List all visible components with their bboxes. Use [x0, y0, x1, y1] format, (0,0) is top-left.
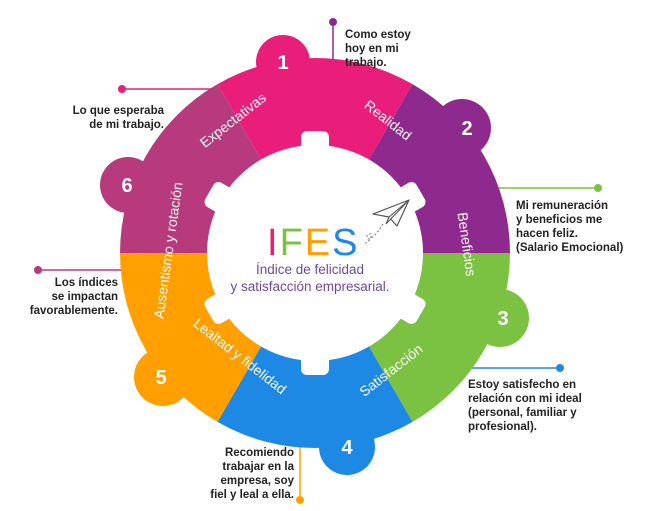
note-satisfaccion: Estoy satisfecho en relación con mi idea… — [468, 379, 582, 433]
ifes-letter-i: I — [267, 222, 278, 264]
bubble-4-circle — [319, 419, 375, 475]
connector-satisfaccion — [470, 364, 564, 372]
ifes-logo: IFES Índice de felicidad y satisfacción … — [230, 222, 389, 294]
bubble-3-circle — [471, 289, 529, 347]
note-ausentismo: Los índices se impactan favorablemente. — [29, 277, 118, 317]
bubble-2: 2 — [433, 99, 491, 157]
bubble-1-circle — [256, 35, 310, 89]
bubble-4: 4 — [319, 419, 375, 475]
ifes-letter-e: E — [305, 222, 330, 264]
number-2: 2 — [461, 118, 472, 140]
ifes-letter-f: F — [280, 222, 303, 264]
bubble-1: 1 — [256, 35, 310, 89]
ifes-subtitle-line1: Índice de felicidad — [256, 262, 364, 277]
bubble-5: 5 — [134, 348, 192, 406]
number-4: 4 — [341, 437, 353, 459]
hub-tooth — [204, 182, 234, 213]
note-realidad: Como estoy hoy en mi trabajo. — [345, 29, 411, 69]
hub-tooth — [204, 293, 234, 324]
number-bubbles: 1 2 3 4 5 6 — [100, 35, 529, 475]
ifes-subtitle-line2: y satisfacción empresarial. — [230, 279, 389, 294]
number-3: 3 — [497, 308, 508, 330]
ifes-letter-s: S — [332, 222, 357, 264]
paper-plane-icon — [362, 199, 410, 245]
number-1: 1 — [277, 52, 288, 74]
connector-realidad — [329, 18, 337, 60]
hub-circle — [207, 145, 423, 361]
note-expectativas: Lo que esperaba de mi trabajo. — [72, 105, 164, 131]
bubble-2-circle — [433, 99, 491, 157]
note-beneficios: Mi remuneración y beneficios me hacen fe… — [516, 200, 624, 254]
bubble-6-circle — [100, 157, 156, 213]
bubble-5-circle — [134, 348, 192, 406]
number-5: 5 — [155, 367, 166, 389]
ifes-title: IFES — [267, 222, 358, 264]
center-hub — [204, 131, 426, 375]
bubble-6: 6 — [100, 157, 156, 213]
hub-tooth — [301, 353, 329, 375]
note-lealtad: Recomiendo trabajar en la empresa, soy f… — [210, 447, 294, 501]
hub-tooth — [396, 293, 426, 324]
hub-tooth — [301, 131, 329, 153]
bubble-3: 3 — [471, 289, 529, 347]
number-6: 6 — [121, 175, 132, 197]
